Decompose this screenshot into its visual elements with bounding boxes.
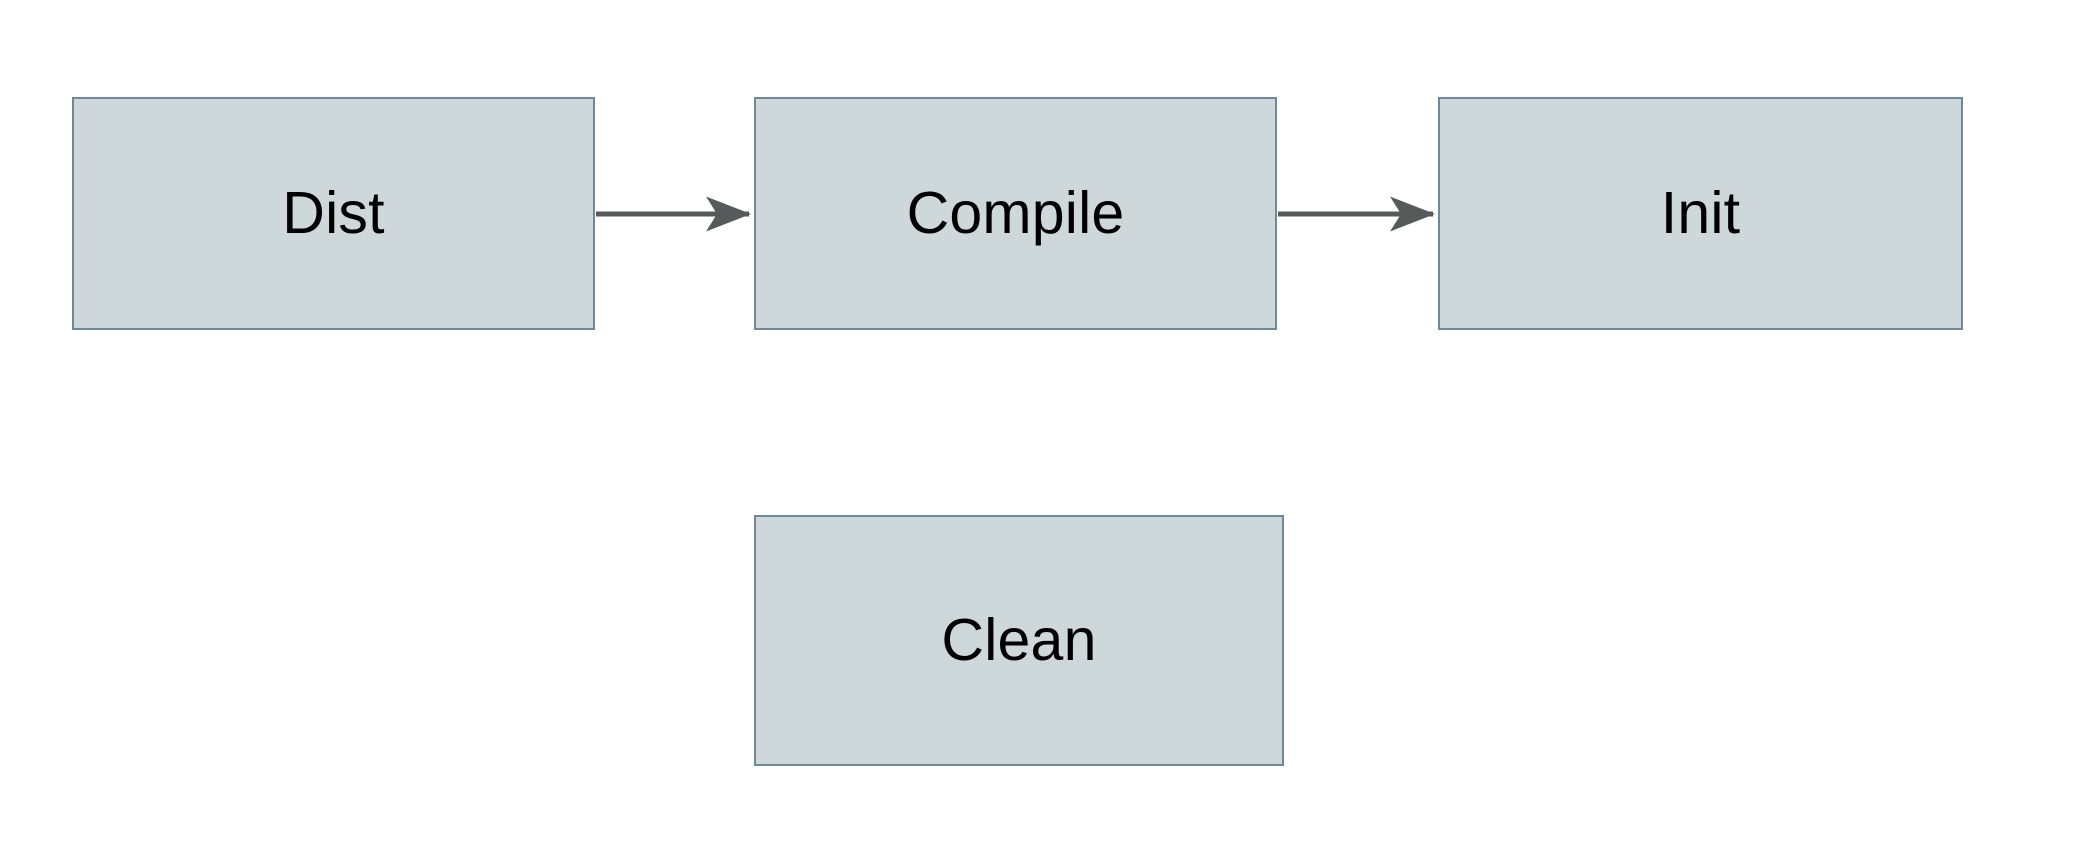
node-label-clean: Clean: [941, 607, 1097, 673]
node-label-init: Init: [1660, 180, 1741, 246]
node-init[interactable]: Init: [1438, 97, 1963, 330]
node-dist[interactable]: Dist: [72, 97, 595, 330]
node-label-compile: Compile: [906, 180, 1125, 246]
node-compile[interactable]: Compile: [754, 97, 1277, 330]
node-label-dist: Dist: [282, 180, 385, 246]
node-clean[interactable]: Clean: [754, 515, 1284, 766]
